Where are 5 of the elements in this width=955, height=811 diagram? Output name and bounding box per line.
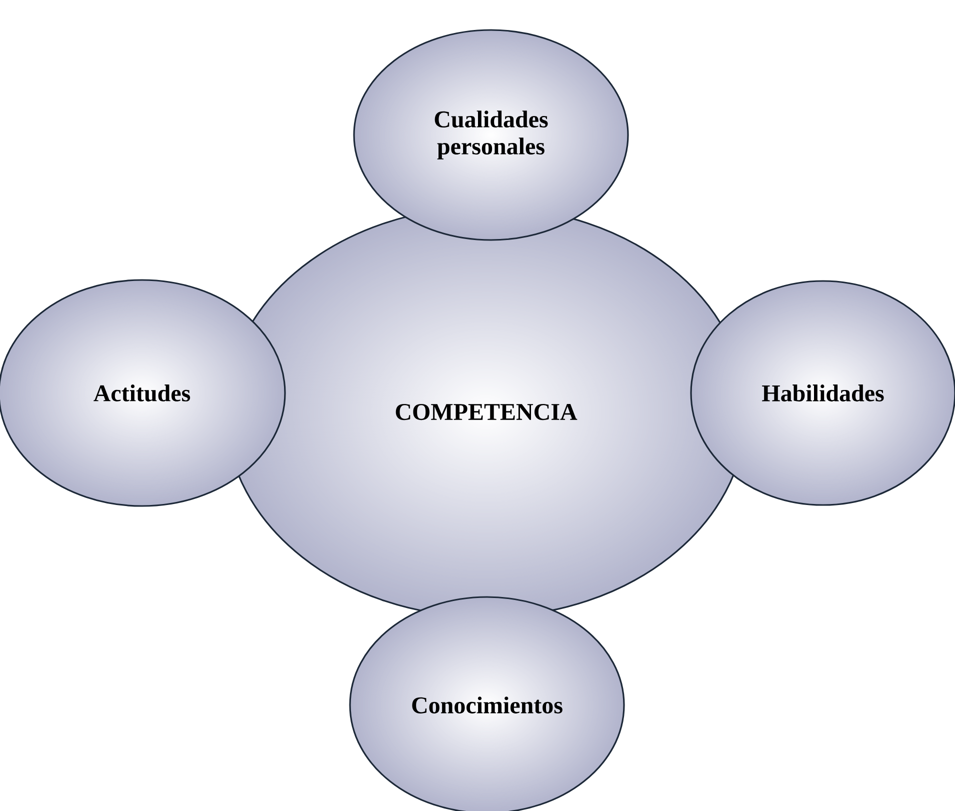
ellipse-node: Cualidades personales	[353, 29, 629, 241]
ellipse-node: Habilidades	[690, 280, 955, 506]
ellipse-node: Actitudes	[0, 279, 286, 507]
ellipse-node: Conocimientos	[349, 596, 625, 811]
ellipse-node: COMPETENCIA	[225, 206, 747, 618]
